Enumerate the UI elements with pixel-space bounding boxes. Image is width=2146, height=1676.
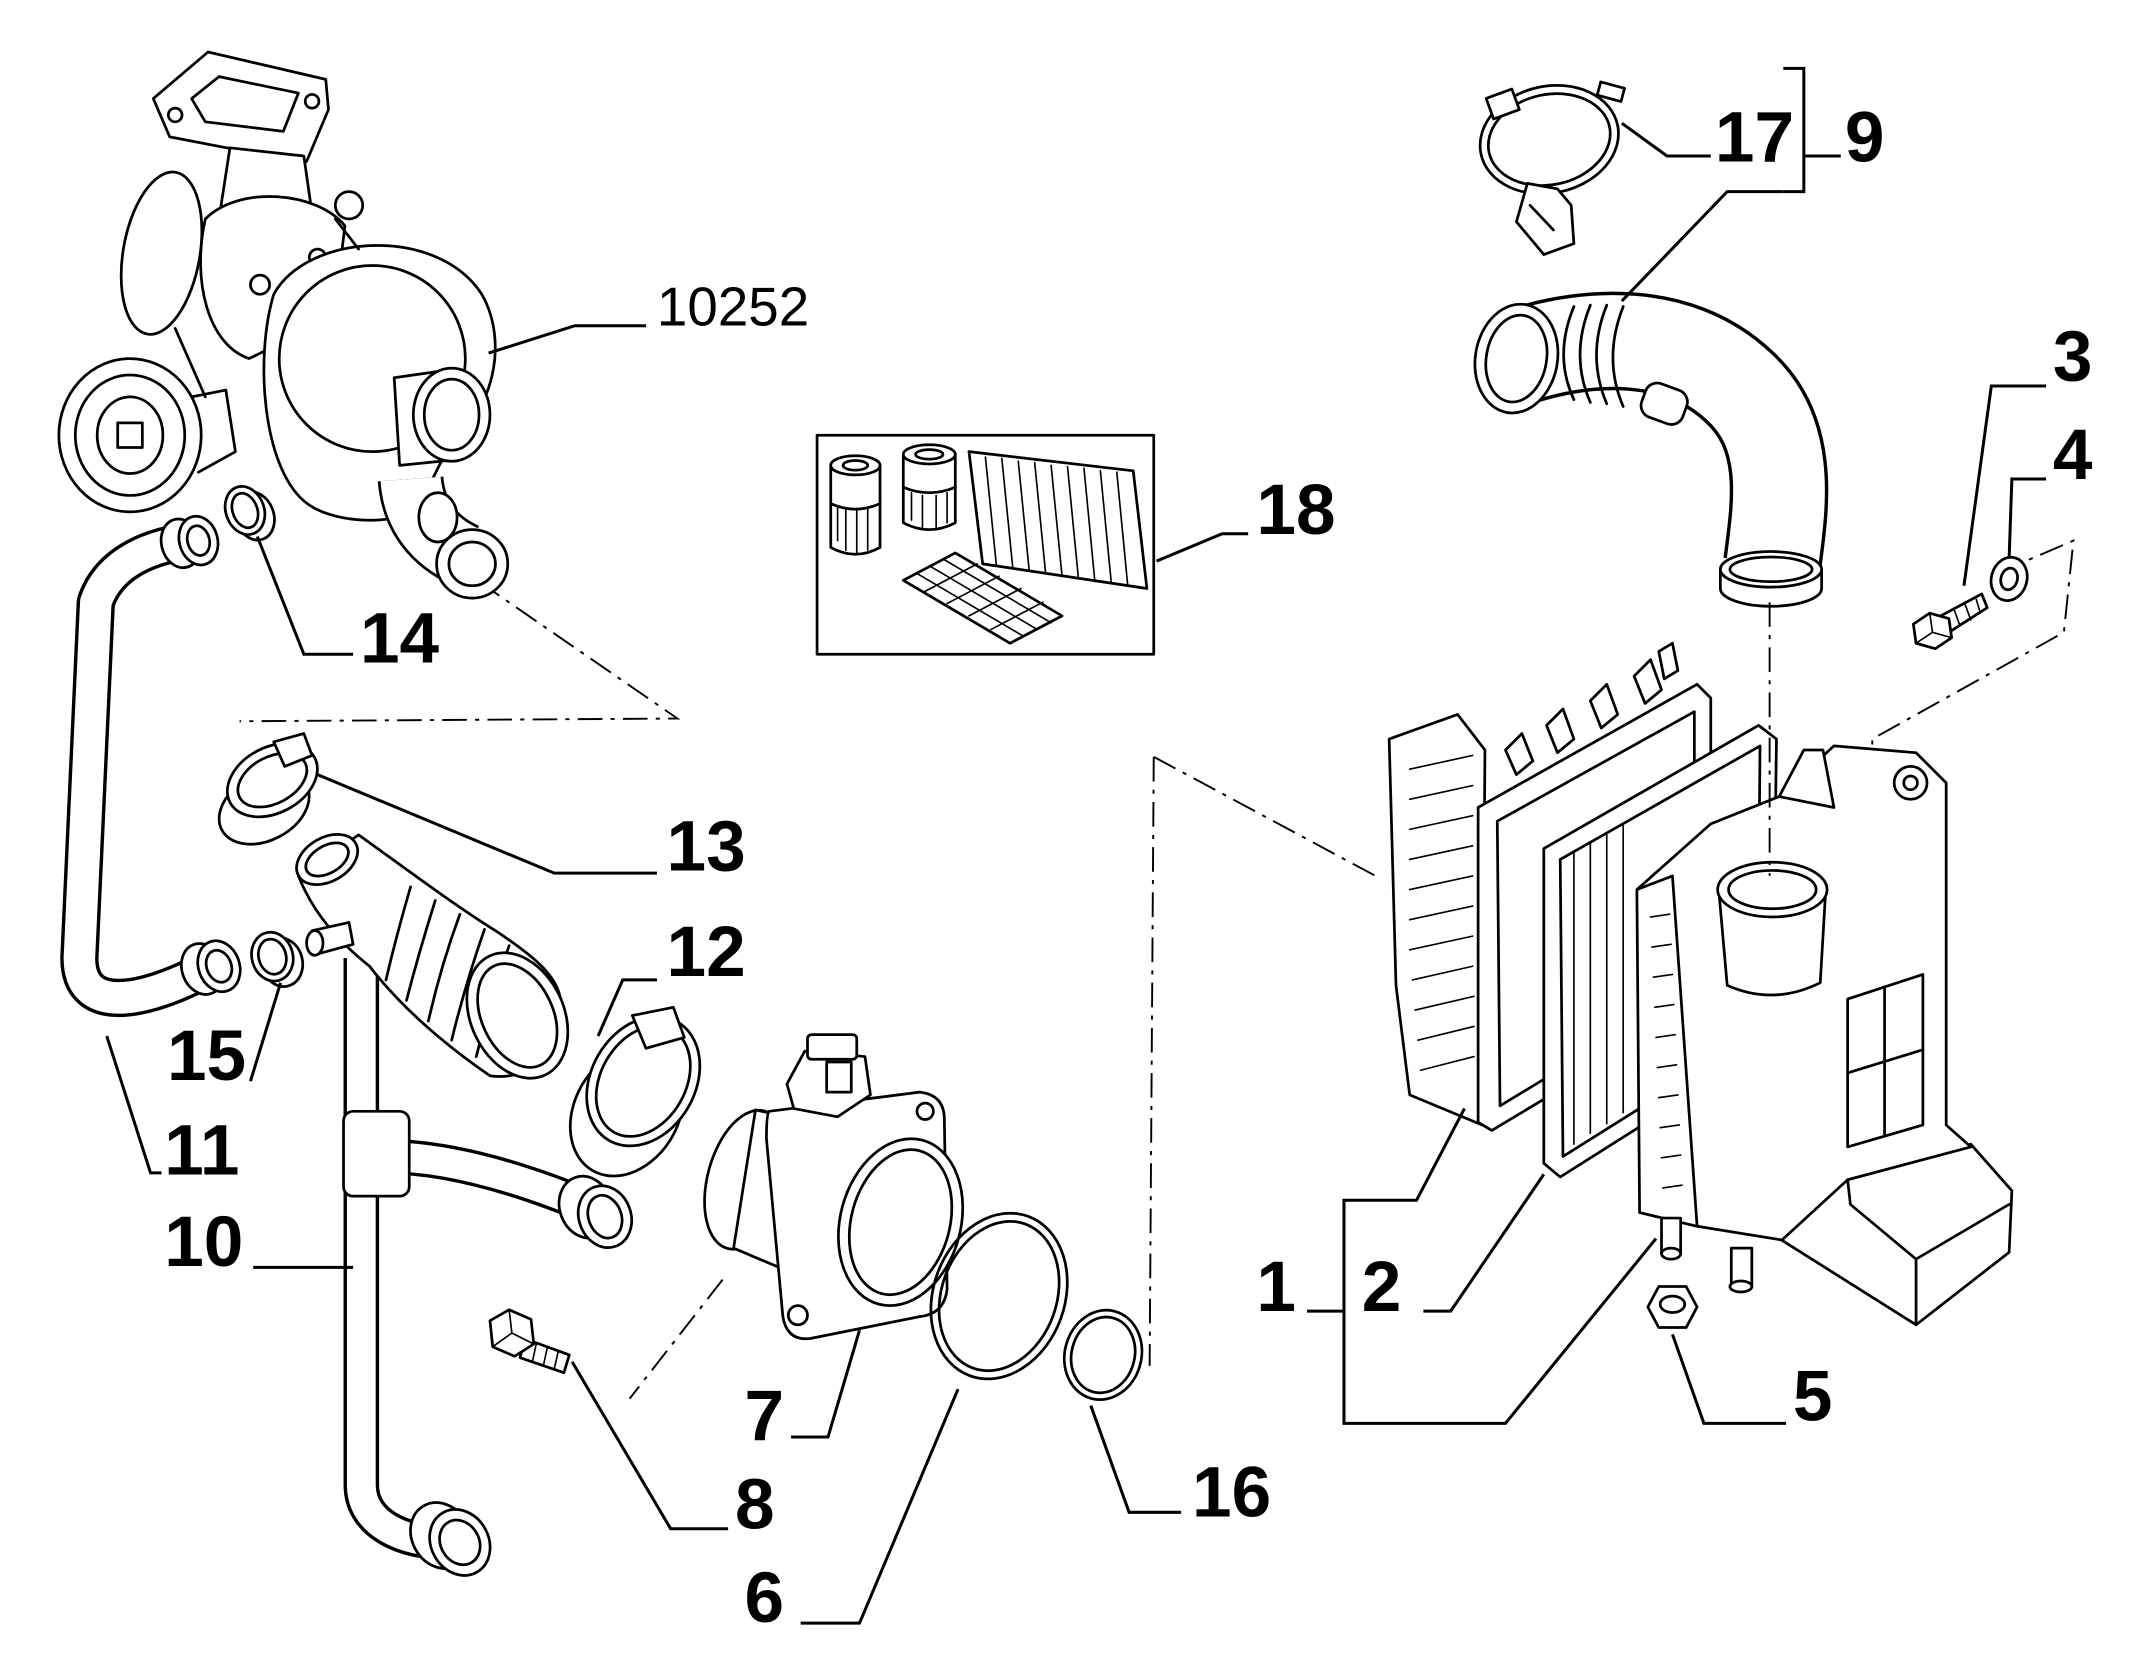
clamp-17	[1478, 80, 1626, 256]
hose-11	[60, 514, 242, 1018]
clamp-15	[250, 930, 305, 988]
callout-13: 13	[667, 807, 746, 886]
hose-9	[1473, 291, 1829, 608]
washer-4	[1989, 555, 2029, 602]
callout-5: 5	[1793, 1358, 1833, 1437]
callout-6: 6	[745, 1559, 785, 1638]
callout-18: 18	[1256, 471, 1335, 550]
leader-lines	[105, 66, 2047, 1625]
o-ring-16	[1062, 1308, 1144, 1402]
intake-bellows-hose	[295, 833, 570, 1080]
service-kit-18	[815, 433, 1156, 656]
callout-10: 10	[164, 1203, 243, 1282]
alignment-lines	[239, 539, 2075, 1400]
air-filter-housing	[1635, 744, 2014, 1327]
pipe-10	[342, 958, 634, 1577]
bolt-3	[1911, 592, 1989, 651]
air-flow-meter-7	[703, 1033, 965, 1341]
callout-3: 3	[2053, 317, 2093, 396]
callout-2: 2	[1362, 1248, 1402, 1327]
callout-15: 15	[167, 1017, 246, 1096]
o-ring-6	[929, 1211, 1069, 1381]
callout-1: 1	[1256, 1248, 1296, 1327]
turbocharger	[57, 50, 510, 600]
callout-labels: 10252 14 13 12 15 11 10 8 7 6 16 18 17 9…	[164, 98, 2093, 1637]
callout-9: 9	[1845, 98, 1885, 177]
callout-16: 16	[1192, 1453, 1271, 1532]
callout-7: 7	[745, 1377, 785, 1456]
callout-4: 4	[2053, 416, 2093, 495]
clamp-12	[568, 1005, 702, 1178]
callout-17: 17	[1715, 98, 1794, 177]
clamp-13	[217, 732, 319, 846]
nut-5	[1646, 1285, 1699, 1329]
clamp-14	[223, 485, 276, 542]
callout-12: 12	[667, 913, 746, 992]
callout-8: 8	[735, 1466, 775, 1545]
callout-14: 14	[360, 599, 440, 678]
bolt-8	[488, 1308, 571, 1375]
callout-11: 11	[164, 1111, 239, 1190]
callout-10252: 10252	[657, 276, 809, 338]
